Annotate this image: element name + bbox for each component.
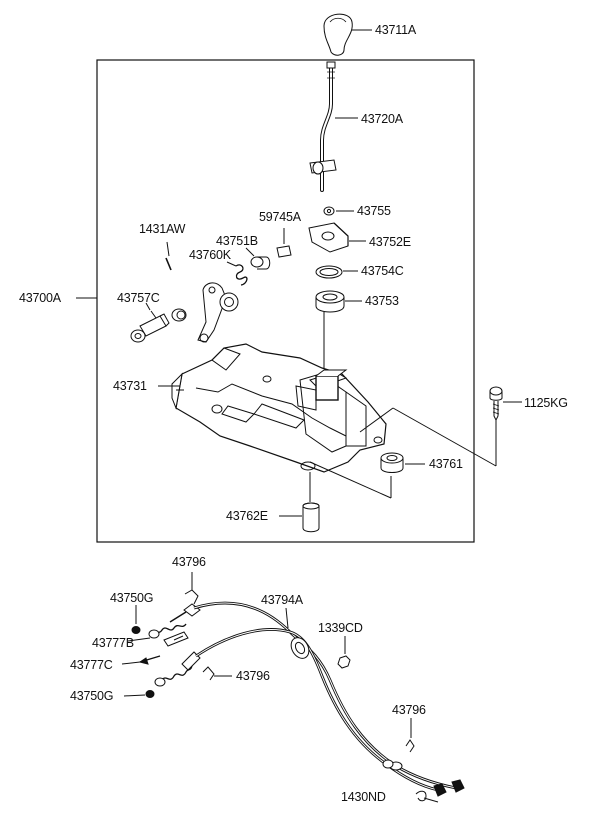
nut-43750G-top [131,605,141,634]
leader-43757C [145,302,151,311]
bushing-43751B [245,247,271,270]
label-43750G-top: 43750G [110,591,154,605]
label-43755: 43755 [357,204,391,218]
bushing-43753 [315,290,362,374]
assembly-frame [96,59,475,543]
label-43757C: 43757C [117,291,160,305]
label-43777B: 43777B [92,636,134,650]
shift-lever [309,61,358,192]
label-43796-bot: 43796 [392,703,426,717]
label-43711A: 43711A [375,23,416,37]
cable-end-fittings [382,759,465,797]
clip-43796-top [184,572,199,605]
label-43761: 43761 [429,457,463,471]
label-43750G-bot: 43750G [70,689,114,703]
label-43753: 43753 [365,294,399,308]
pin-43757C [130,310,170,343]
label-43762E: 43762E [226,509,268,523]
label-1125KG: 1125KG [524,396,568,410]
label-43751B: 43751B [216,234,258,248]
label-1430ND: 1430ND [341,790,386,804]
pin-1431AW [165,241,172,271]
grommet-43761 [380,452,425,473]
label-43760K: 43760K [189,248,231,262]
label-43777C: 43777C [70,658,113,672]
clip-43796-mid [202,666,232,681]
nut-1339CD [337,636,351,669]
detent-lever [197,282,239,343]
label-1339CD: 1339CD [318,621,363,635]
label-43752E: 43752E [369,235,411,249]
label-43796-mid: 43796 [236,669,270,683]
cable-grommet [290,637,310,659]
cable-end-lower [121,651,201,698]
clip-59745A [276,228,292,258]
cable-end-upper [127,603,201,647]
ring-43754C [315,265,358,279]
label-43754C: 43754C [361,264,404,278]
label-43796-top: 43796 [172,555,206,569]
leader-lines-43761 [309,407,497,499]
label-43731: 43731 [113,379,147,393]
pin-1430ND [415,790,439,803]
bracket-43752E [308,222,366,253]
washer [171,308,187,322]
label-43700A: 43700A [19,291,61,305]
label-59745A: 59745A [259,210,301,224]
sleeve-43762E [279,472,320,533]
clip-43796-bot [405,718,415,753]
bolt-1125KG [489,386,522,466]
label-43794A: 43794A [261,593,303,607]
shift-knob [323,13,372,56]
label-1431AW: 1431AW [139,222,186,236]
spring-43760K [226,261,248,286]
nut-43755 [323,206,354,216]
label-43720A: 43720A [361,112,403,126]
base-plate [171,343,387,473]
